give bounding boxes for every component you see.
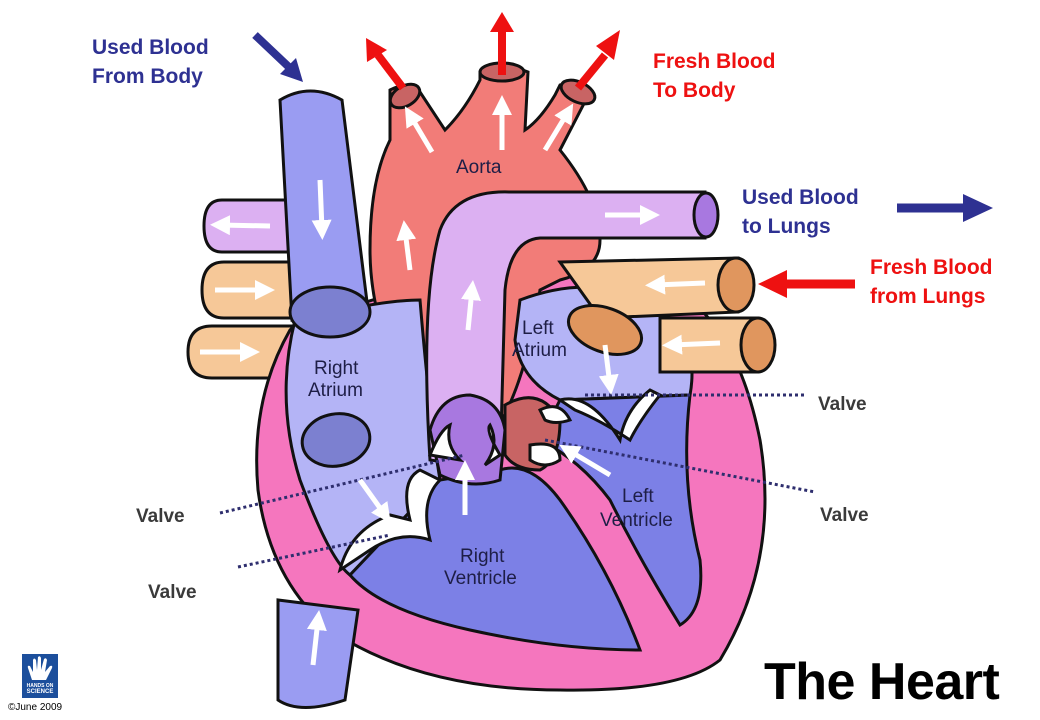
fresh-blood-to-body-label: Fresh Blood To Body: [653, 47, 776, 105]
aorta-label: Aorta: [456, 157, 502, 178]
valve-pointer-lines: [219, 393, 816, 569]
fresh-blood-from-lungs-arrow: [758, 270, 855, 298]
label-line: To Body: [653, 79, 736, 102]
valve-label-pulmonary: Valve: [148, 582, 197, 603]
hand-icon: [27, 656, 53, 680]
label-line: to Lungs: [742, 215, 831, 238]
left-ventricle-label-line1: Left: [622, 486, 654, 507]
pulmonary-artery-opening: [692, 191, 720, 239]
used-blood-to-lungs-arrow: [897, 194, 993, 222]
page-title: The Heart: [764, 653, 1000, 711]
right-atrium-label-line2: Atrium: [308, 380, 363, 401]
superior-vena-cava-opening: [288, 285, 372, 339]
flow-arrows: [200, 95, 721, 666]
fresh-blood-to-body-arrows: [366, 12, 620, 91]
label-line: Used Blood: [92, 36, 209, 59]
left-atrium-label-line2: Atrium: [512, 340, 567, 361]
valve-label-aortic: Valve: [820, 505, 869, 526]
logo-text-line2: SCIENCE: [26, 689, 54, 695]
fresh-blood-from-lungs-label: Fresh Blood from Lungs: [870, 253, 993, 311]
label-line: Fresh Blood: [870, 256, 993, 279]
inferior-vena-cava: [276, 598, 360, 709]
label-line: From Body: [92, 65, 203, 88]
label-line: from Lungs: [870, 285, 986, 308]
label-line: Fresh Blood: [653, 50, 776, 73]
valve-label-mitral: Valve: [818, 394, 867, 415]
label-line: Used Blood: [742, 186, 859, 209]
valve-label-tricuspid: Valve: [136, 506, 185, 527]
copyright: ©June 2009: [8, 702, 63, 713]
used-blood-to-lungs-label: Used Blood to Lungs: [742, 183, 859, 241]
left-ventricle-label-line2: Ventricle: [600, 510, 673, 531]
right-ventricle-label-line2: Ventricle: [444, 568, 517, 589]
right-ventricle-label-line1: Right: [460, 546, 505, 567]
left-atrium-label-line1: Left: [522, 318, 554, 339]
right-atrium-label-line1: Right: [314, 358, 359, 379]
used-blood-from-body-arrow: [252, 32, 303, 82]
used-blood-from-body-label: Used Blood From Body: [92, 33, 209, 91]
pulmonary-artery: [425, 190, 707, 472]
logo-text-line1: HANDS ON: [26, 683, 54, 689]
superior-vena-cava: [278, 89, 370, 322]
right-pulmonary-veins: [557, 256, 777, 374]
inferior-vena-cava-opening: [300, 412, 372, 468]
pulmonary-vein-opening: [567, 304, 643, 356]
